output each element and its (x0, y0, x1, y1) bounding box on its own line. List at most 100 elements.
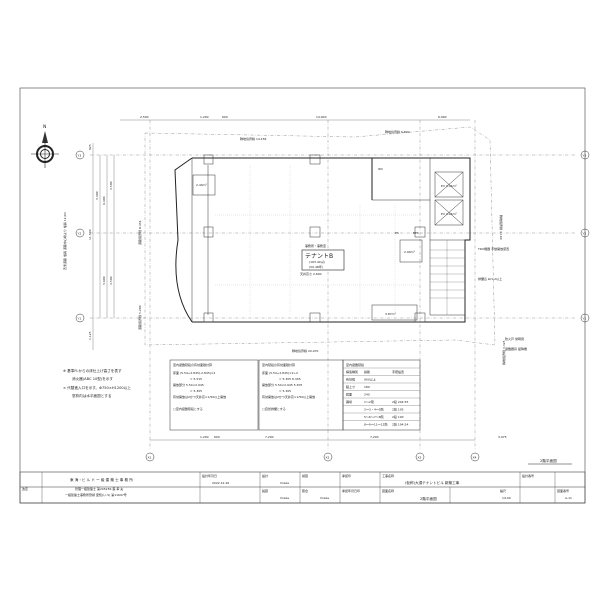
svg-text:EPS: EPS (413, 231, 419, 235)
legend-notes: ※ 基準FLからの床仕上げ高さを表す 消火器(ABC 10型)を示す × 代替進… (63, 368, 131, 398)
sheet-label: 2階平面図 (540, 458, 557, 463)
stair-table-cell: 2〜3・4〜5階 (364, 407, 384, 412)
svg-text:3,500: 3,500 (109, 276, 113, 285)
svg-text:天井高さ 2,600: 天井高さ 2,600 (300, 271, 322, 276)
stair-table-cell: 2段 195 (392, 407, 404, 412)
stair-table-cell: 踏面 (346, 392, 352, 397)
stair-table-cell: 蹴上寸 (346, 384, 355, 389)
svg-text:1,125: 1,125 (88, 331, 92, 340)
svg-text:7,200: 7,200 (265, 435, 274, 439)
tenant-label: 事務所・事務室 テナントB (163.40㎡) (50.48坪) 天井高さ 2,… (300, 243, 345, 276)
svg-text:開放部分 5.54×2.945: 開放部分 5.54×2.945 (173, 382, 204, 387)
svg-text:= 5.305: = 5.305 (279, 389, 291, 393)
svg-text:925: 925 (88, 144, 92, 150)
svg-text:= 5.305 6.305: = 5.305 6.305 (279, 377, 301, 381)
stair-table-cell: 踊場 (346, 399, 352, 404)
svg-text:N: N (43, 124, 46, 130)
sheet-border (19, 87, 586, 504)
svg-text:隣地境界線 20,070: 隣地境界線 20,070 (292, 348, 319, 353)
stair-table-title: 室内避難階段 (346, 362, 364, 367)
stair-table-cell: 2段 204.55 (392, 399, 408, 404)
svg-text:窓枠内は水平面図とする: 窓枠内は水平面図とする (72, 393, 112, 398)
svg-text:600: 600 (222, 115, 228, 119)
svg-text:承認印: 承認印 (342, 473, 351, 478)
stair-table-cell: 手摺設置 (392, 369, 404, 374)
svg-text:※ 基準FLからの床仕上げ高さを表す: ※ 基準FLからの床仕上げ高さを表す (63, 368, 122, 373)
svg-text:道路境界線 5,290: 道路境界線 5,290 (137, 305, 142, 330)
stair-table-cell: 2段 190 (392, 414, 404, 419)
svg-text:X4: X4 (473, 456, 477, 460)
svg-text:3,400: 3,400 (95, 191, 99, 200)
svg-text:開放部分 5.54×2.945 5.305: 開放部分 5.54×2.945 5.305 (262, 382, 302, 387)
svg-text:6,400: 6,400 (102, 196, 106, 205)
building-outline (174, 154, 471, 323)
svg-text:事務所・事務室: 事務所・事務室 (305, 243, 326, 248)
svg-text:X3: X3 (418, 456, 422, 460)
svg-text:6,990: 6,990 (438, 115, 447, 119)
svg-text:Y2: Y2 (583, 232, 587, 236)
svg-text:Imaze: Imaze (280, 481, 289, 485)
svg-text:設計: 設計 (262, 473, 268, 478)
svg-text:WC: WC (378, 167, 383, 171)
svg-text:EV 4.46m²: EV 4.46m² (441, 184, 458, 188)
stair-table-cell: 鉄筋 (364, 369, 370, 374)
svg-text:東 海・ビ ル ド ー 級 建 築 士 事 務 所: 東 海・ビ ル ド ー 級 建 築 士 事 務 所 (70, 477, 133, 482)
svg-text:Imaze: Imaze (320, 496, 329, 500)
svg-text:Imaze: Imaze (280, 496, 289, 500)
grid-lines (90, 120, 575, 450)
site-boundary (144, 126, 496, 346)
svg-text:3.87m²: 3.87m² (385, 312, 397, 316)
svg-text:有効開放は2かつ天井高×1/50以上開放: 有効開放は2かつ天井高×1/50以上開放 (173, 394, 226, 399)
svg-text:図面名称: 図面名称 (382, 488, 394, 493)
title-block: 改定 東 海・ビ ル ド ー 級 建 築 士 事 務 所 管理一級建築士 第20… (19, 471, 586, 504)
svg-text:室内避難階段の有効面積計算: 室内避難階段の有効面積計算 (173, 362, 212, 367)
stair-table-cell: 構造種別 (346, 369, 358, 374)
svg-text:3,975: 3,975 (498, 435, 507, 439)
svg-text:室内階段の有効面積計算: 室内階段の有効面積計算 (262, 362, 295, 367)
stair-table-cell: 有効幅 (346, 377, 355, 382)
svg-text:隣地境界線 4,160: 隣地境界線 4,160 (499, 215, 504, 240)
svg-text:製図: 製図 (262, 488, 268, 493)
boundary-labels: 隣地境界線 14,156 隣地境界線 6,890 隣地境界線 20,070 道路… (137, 129, 506, 365)
left-dimensions: 925 11,500 1,125 3,400 6,400 3,500 3,600… (88, 143, 115, 350)
bottom-dimensions: 1,200 600 7,200 7,200 3,975 (150, 435, 507, 441)
svg-text:一級建築士事務所登録 愛知(い-5) 第11697号: 一級建築士事務所登録 愛知(い-5) 第11697号 (65, 492, 127, 497)
svg-text:7,200: 7,200 (370, 435, 379, 439)
svg-text:1/100: 1/100 (502, 496, 511, 500)
svg-text:X2: X2 (326, 456, 330, 460)
grid-row-labels: Y3 Y2 Y1 Y3 Y2 Y1 (75, 150, 590, 323)
svg-text:Y1: Y1 (583, 317, 587, 321)
svg-text:設計年月日: 設計年月日 (202, 473, 217, 478)
stair-table-cell: 180 (364, 385, 370, 389)
svg-text:有効開放は2かつ天井高×1/50以上開放: 有効開放は2かつ天井高×1/50以上開放 (262, 394, 315, 399)
svg-text:隣地境界線 3,325: 隣地境界線 3,325 (501, 340, 506, 365)
svg-text:2階平面図: 2階平面図 (420, 496, 437, 501)
svg-text:1,200: 1,200 (200, 435, 209, 439)
svg-text:(仮称)大須テナントビル 新築工事: (仮称)大須テナントビル 新築工事 (405, 480, 460, 485)
svg-text:2,500: 2,500 (140, 115, 149, 119)
grid-col-labels: X1 X2 X3 X4 (145, 452, 480, 462)
svg-text:隣地境界線 6,890: 隣地境界線 6,890 (385, 129, 410, 134)
svg-text:Y3: Y3 (78, 154, 82, 158)
svg-text:× 代替進入口を示す。Φ750×H1200以上: × 代替進入口を示す。Φ750×H1200以上 (63, 385, 131, 390)
top-dimensions: 2,500 1,200 600 14,900 6,990 (120, 115, 470, 121)
svg-text:管理一級建築士 第205256 森 幸 夫: 管理一級建築士 第205256 森 幸 夫 (75, 486, 123, 491)
svg-text:= 5.305: = 5.305 (190, 389, 202, 393)
svg-text:600: 600 (214, 435, 220, 439)
stair-table-cell: 1〜2階 (364, 399, 374, 404)
svg-text:道路境界線 8,454: 道路境界線 8,454 (137, 220, 142, 245)
svg-text:テナントB: テナントB (305, 253, 333, 260)
svg-text:避難器具 緩降機: 避難器具 緩降機 (505, 346, 527, 351)
svg-text:図面番号: 図面番号 (557, 488, 569, 493)
svg-text:1,200: 1,200 (200, 115, 209, 119)
svg-text:隣地境界線 14,156: 隣地境界線 14,156 (240, 136, 267, 141)
svg-text:改定: 改定 (22, 486, 28, 491)
svg-text:縮尺: 縮尺 (500, 488, 506, 493)
svg-text:PS: PS (395, 231, 399, 235)
svg-text:A-11: A-11 (565, 496, 572, 500)
svg-text:床面 (5.54+2.845)×2÷2: 床面 (5.54+2.845)×2÷2 (262, 370, 298, 375)
svg-text:TRU機器 手動開放装置: TRU機器 手動開放装置 (477, 246, 509, 251)
annotations: TRU機器 手動開放装置 排煙窓 Ω/1.2以上 防火戸 常時閉 避難器具 緩降… (477, 246, 527, 351)
